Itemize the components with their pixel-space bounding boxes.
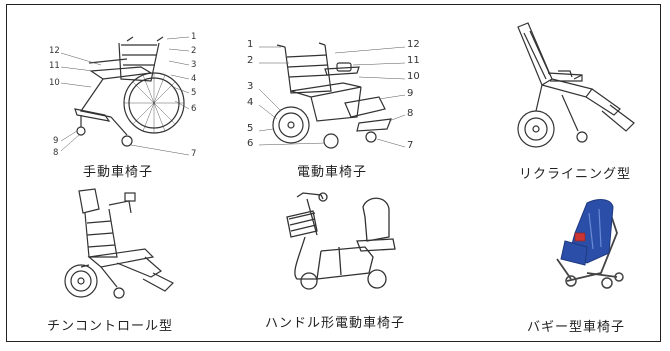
caption-electric-wheelchair: 電動車椅子	[297, 165, 368, 180]
part-number: 4	[247, 97, 254, 108]
part-number: 3	[191, 60, 197, 70]
reclining-wheelchair	[502, 19, 642, 159]
part-number: 12	[49, 46, 60, 56]
buggy-wheelchair	[547, 193, 637, 293]
caption-reclining: リクライニング型	[519, 167, 632, 182]
part-number: 5	[191, 88, 197, 98]
part-number: 2	[247, 55, 254, 66]
part-number: 2	[191, 46, 197, 56]
part-number: 9	[53, 136, 59, 146]
part-number: 10	[49, 78, 60, 88]
reclining-wheelchair-illustration	[517, 22, 635, 148]
part-number: 11	[407, 55, 420, 66]
part-number: 8	[53, 148, 59, 158]
caption-buggy: バギー型車椅子	[527, 320, 626, 335]
electric-wheelchair-illustration	[258, 42, 406, 149]
handle-electric-scooter	[277, 187, 407, 297]
part-number: 6	[247, 138, 254, 149]
chin-control-wheelchair	[57, 187, 187, 307]
chin-control-wheelchair-illustration	[64, 188, 175, 299]
part-number: 10	[407, 71, 420, 82]
part-number: 7	[407, 140, 414, 151]
part-number: 8	[407, 108, 414, 119]
handle-electric-scooter-illustration	[286, 192, 396, 290]
manual-wheelchair: 1 2 3 4 5 6 7 12 11 10 9 8	[49, 31, 211, 161]
part-number: 9	[407, 88, 414, 99]
caption-manual-wheelchair: 手動車椅子	[83, 165, 154, 180]
electric-wheelchair: 1 2 3 4 5 6 12 11 10 9 8 7	[247, 33, 427, 161]
part-number: 11	[49, 61, 60, 71]
part-number: 4	[191, 74, 197, 84]
part-number: 1	[247, 39, 254, 50]
caption-chin-control: チンコントロール型	[47, 319, 174, 334]
figure-frame: 1 2 3 4 5 6 7 12 11 10 9 8 手動車椅子	[6, 4, 661, 342]
manual-wheelchair-illustration	[60, 36, 190, 156]
buggy-wheelchair-illustration	[556, 199, 624, 289]
part-number: 5	[247, 123, 254, 134]
part-number: 1	[191, 32, 197, 42]
part-number: 3	[247, 81, 254, 92]
part-number: 7	[191, 149, 197, 159]
caption-handle-scooter: ハンドル形電動車椅子	[265, 316, 406, 331]
part-number: 6	[191, 104, 197, 114]
part-number: 12	[407, 39, 420, 50]
